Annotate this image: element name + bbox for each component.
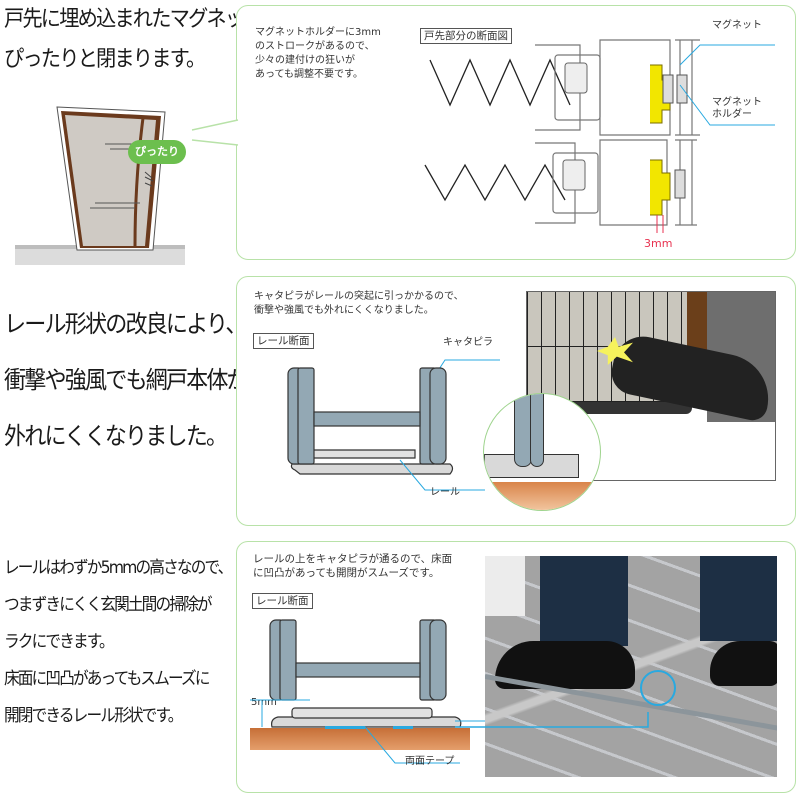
callout-double-sided-tape: 両面テープ — [405, 756, 455, 767]
diagram-label-rail-section: レール断面 — [253, 333, 314, 349]
section1-panel — [236, 5, 796, 260]
door-cross-section-bottom — [424, 139, 697, 233]
note-line: マグネットホルダーに3mm — [255, 27, 381, 38]
callout-line: マグネット — [712, 97, 762, 108]
section2-note: キャタピラがレールの突起に引っかかるので、 衝撃や強風でも外れにくくなりました。 — [254, 290, 464, 318]
callout-magnet: マグネット — [712, 20, 762, 31]
note-line: 衝撃や強風でも外れにくくなりました。 — [254, 305, 434, 316]
headline-line: 衝撃や強風でも網戸本体が — [4, 366, 249, 394]
headline-line: 外れにくくなりました。 — [4, 422, 228, 450]
note-line: キャタピラがレールの突起に引っかかるので、 — [254, 291, 464, 302]
headline-line: つまずきにくく玄関土間の掃除が — [4, 595, 213, 615]
photo-callout-line — [455, 712, 649, 728]
panel-pointer — [191, 119, 239, 146]
diagram-label-rail-section-2: レール断面 — [252, 593, 313, 609]
headline-line: レール形状の改良により、 — [4, 310, 247, 338]
note-line: のストロークがあるので、 — [255, 41, 375, 52]
diagram-label-door-section: 戸先部分の断面図 — [420, 28, 512, 44]
bubble-pittari: ぴったり — [128, 140, 186, 164]
photo-feet-on-rail — [485, 556, 777, 777]
callout-lines-top — [679, 44, 775, 126]
section1-note: マグネットホルダーに3mm のストロークがあるので、 少々の建付けの狂いが あっ… — [255, 26, 381, 82]
note-line: あっても調整不要です。 — [255, 69, 363, 80]
dimension-3mm: 3mm — [644, 237, 673, 250]
rail-cross-section — [287, 359, 500, 491]
note-line: レールの上をキャタピラが通るので、床面 — [253, 553, 453, 565]
headline-line: 開閉できるレール形状です。 — [4, 706, 183, 726]
headline-line: ラクにできます。 — [4, 632, 115, 652]
dimension-5mm: 5mm — [251, 697, 277, 708]
zoom-circle-rail — [483, 393, 601, 511]
section3-headline: レールはわずか5mmの高さなので、 つまずきにくく玄関土間の掃除が ラクにできま… — [4, 550, 233, 735]
headline-line: ぴったりと閉まります。 — [4, 47, 206, 72]
callout-magnet-holder: マグネット ホルダー — [712, 97, 762, 121]
note-line: に凹凸があっても開閉がスムーズです。 — [253, 567, 440, 579]
headline-line: 床面に凹凸があってもスムーズに — [4, 669, 210, 689]
callout-line: ホルダー — [712, 109, 752, 120]
door-illustration — [15, 106, 185, 265]
callout-rail: レール — [430, 487, 460, 498]
bubble-text: ぴったり — [135, 145, 179, 158]
rail-cross-section-floor — [250, 619, 490, 764]
note-line: 少々の建付けの狂いが — [255, 55, 355, 66]
section3-note: レールの上をキャタピラが通るので、床面 に凹凸があっても開閉がスムーズです。 — [253, 552, 452, 580]
section2-headline: レール形状の改良により、 衝撃や強風でも網戸本体が 外れにくくなりました。 — [4, 296, 249, 464]
headline-line: レールはわずか5mmの高さなので、 — [4, 558, 233, 578]
callout-caterpillar: キャタピラ — [443, 337, 493, 348]
door-cross-section-top — [429, 39, 700, 136]
kick-illustration — [526, 291, 776, 481]
